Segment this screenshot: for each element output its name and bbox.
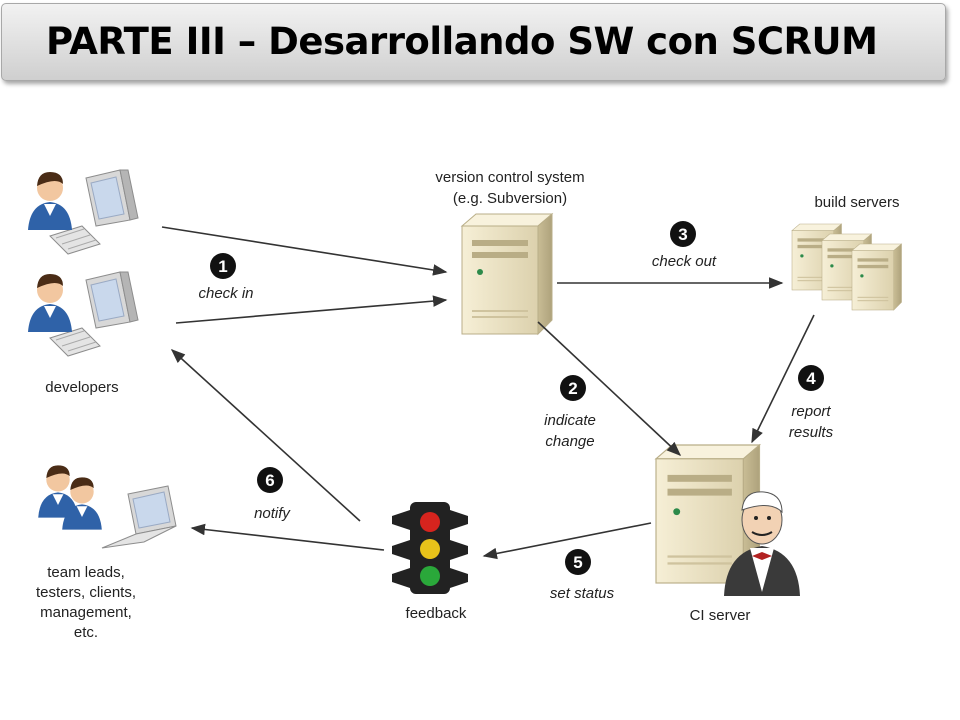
arrow-check-in-1: [161, 226, 448, 276]
ci-butler-icon: [724, 491, 800, 596]
traffic-light-icon: [392, 502, 468, 594]
build-servers-label: build servers: [814, 194, 899, 211]
ci-server-label: CI server: [690, 607, 751, 624]
step-6-badge: 6: [257, 467, 283, 493]
step-2-badge: 2: [560, 375, 586, 401]
step-4-label-line1: report: [791, 403, 831, 420]
team-label-line1: team leads,: [47, 564, 125, 581]
svg-text:1: 1: [218, 257, 227, 276]
arrow-set-status: [482, 522, 652, 560]
team-label-line4: etc.: [74, 624, 98, 641]
team-label-line2: testers, clients,: [36, 584, 136, 601]
svg-text:2: 2: [568, 379, 577, 398]
team-people-icon: [38, 465, 102, 530]
arrow-notify-developers: [170, 349, 361, 522]
vcs-label-line1: version control system: [435, 169, 584, 186]
title-bar: PARTE III – Desarrollando SW con SCRUM: [1, 3, 946, 81]
step-6-label: notify: [254, 505, 291, 522]
step-3-label: check out: [652, 253, 717, 270]
step-3-badge: 3: [670, 221, 696, 247]
team-label-line3: management,: [40, 604, 132, 621]
step-4-label-line2: results: [789, 424, 834, 441]
version-control-server-icon: [461, 213, 553, 335]
laptop-icon: [101, 485, 177, 549]
developers-label: developers: [45, 379, 118, 396]
vcs-label-line2: (e.g. Subversion): [453, 190, 567, 207]
svg-text:4: 4: [806, 369, 816, 388]
arrow-indicate-change: [537, 321, 682, 456]
build-servers-icon: [791, 223, 902, 311]
slide-title: PARTE III – Desarrollando SW con SCRUM: [46, 20, 878, 63]
arrow-report-results: [751, 314, 815, 444]
svg-text:5: 5: [573, 553, 582, 572]
arrow-check-in-2: [175, 295, 448, 324]
step-5-label: set status: [550, 585, 615, 602]
developer-workstation-1: [28, 169, 139, 255]
step-1-badge: 1: [210, 253, 236, 279]
step-2-label-line2: change: [545, 433, 594, 450]
svg-text:3: 3: [678, 225, 687, 244]
svg-text:6: 6: [265, 471, 274, 490]
step-1-label: check in: [198, 285, 253, 302]
step-2-label-line1: indicate: [544, 412, 596, 429]
arrow-notify-team: [190, 523, 385, 551]
feedback-label: feedback: [406, 605, 467, 622]
developer-workstation-2: [28, 271, 139, 357]
step-4-badge: 4: [798, 365, 824, 391]
step-5-badge: 5: [565, 549, 591, 575]
